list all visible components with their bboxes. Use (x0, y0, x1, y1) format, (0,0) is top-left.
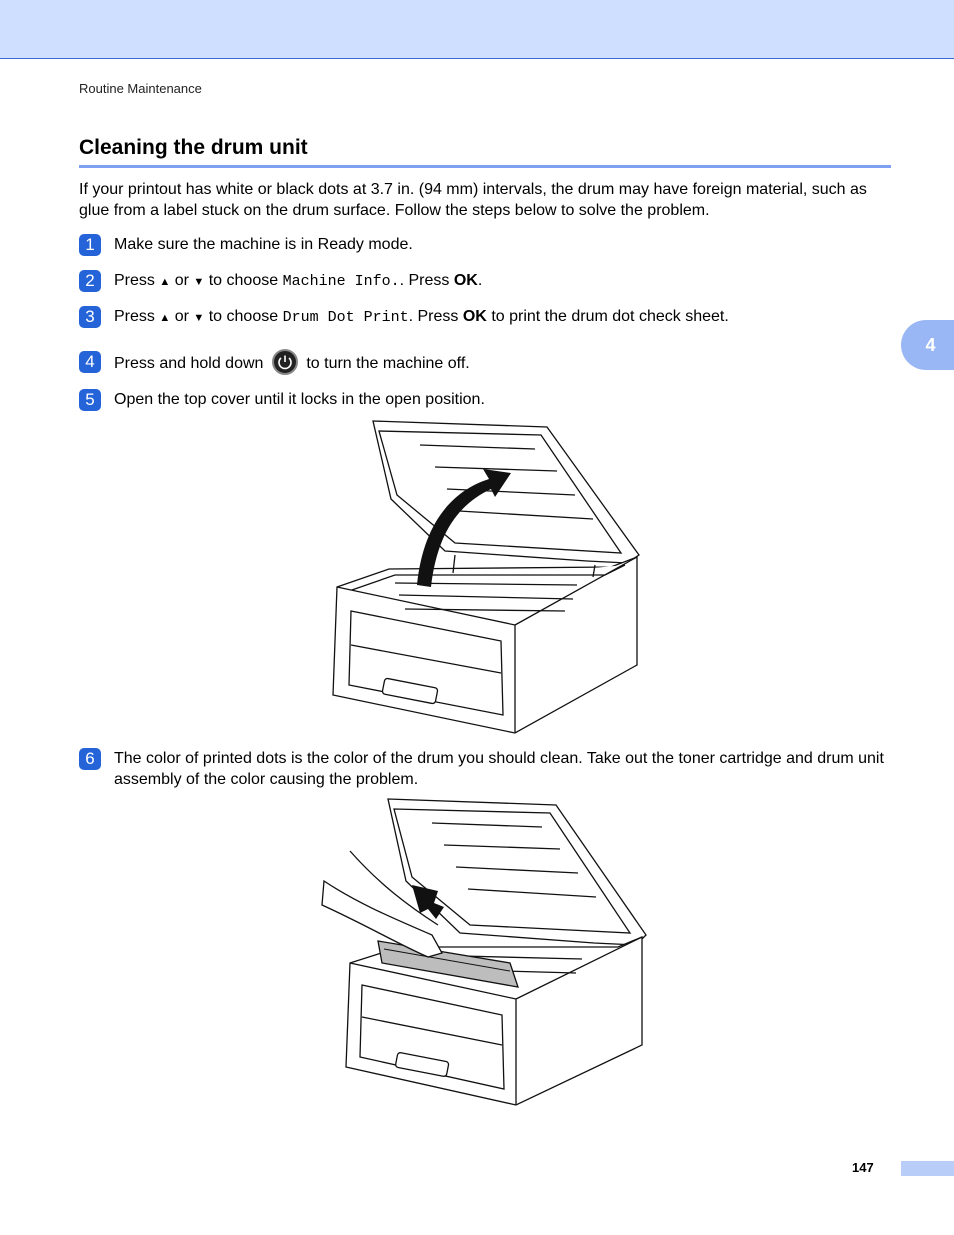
section-title: Cleaning the drum unit (79, 136, 308, 159)
menu-item-machine-info: Machine Info. (282, 273, 400, 290)
menu-item-drum-dot-print: Drum Dot Print (282, 309, 409, 326)
step-5: 5 Open the top cover until it locks in t… (79, 389, 894, 411)
remove-drum-illustration (321, 798, 647, 1106)
step-number: 3 (79, 306, 101, 328)
ok-key-label: OK (462, 308, 487, 325)
up-arrow-icon: ▲ (159, 276, 171, 288)
step-word-choose: to choose (208, 308, 279, 325)
step-text-after: to turn the machine off. (306, 355, 470, 373)
step-number: 2 (79, 270, 101, 292)
arrow-up-icon (417, 469, 511, 587)
step-text: The color of printed dots is the color o… (114, 750, 884, 788)
step-word-press: Press (114, 272, 155, 289)
step-word-or: or (174, 308, 189, 325)
step-word-press-2: . Press (408, 308, 459, 325)
step-1: 1 Make sure the machine is in Ready mode… (79, 234, 894, 256)
step-number: 1 (79, 234, 101, 256)
power-icon (271, 349, 298, 375)
step-text: Press ▲ or ▼ to choose Drum Dot Print. P… (114, 306, 894, 329)
page-band (901, 1161, 954, 1176)
printer-cover-open-illustration (332, 420, 640, 734)
step-3: 3 Press ▲ or ▼ to choose Drum Dot Print.… (79, 306, 894, 329)
title-rule (79, 165, 891, 168)
step-word-choose: to choose (208, 272, 279, 289)
down-arrow-icon: ▼ (193, 276, 205, 288)
step-word-press: Press (114, 308, 155, 325)
step-4: 4 Press and hold down to turn the machin… (79, 349, 894, 377)
step-word-or: or (174, 272, 189, 289)
arrow-up-icon (412, 885, 444, 919)
step-text-before: Press and hold down (114, 355, 264, 373)
step-text: Press and hold down to turn the machine … (114, 349, 894, 377)
step-number: 4 (79, 351, 101, 373)
down-arrow-icon: ▼ (193, 312, 205, 324)
step-2: 2 Press ▲ or ▼ to choose Machine Info.. … (79, 270, 894, 293)
step-text: Press ▲ or ▼ to choose Machine Info.. Pr… (114, 270, 894, 293)
step-end: . (477, 272, 483, 289)
step-end: to print the drum dot check sheet. (491, 308, 729, 325)
header-band (0, 0, 954, 59)
step-text: Open the top cover until it locks in the… (114, 391, 485, 408)
running-head: Routine Maintenance (79, 81, 202, 96)
step-number: 5 (79, 389, 101, 411)
page-number: 147 (852, 1160, 874, 1175)
step-text: Make sure the machine is in Ready mode. (114, 236, 413, 253)
ok-key-label: OK (453, 272, 478, 289)
step-number: 6 (79, 748, 101, 770)
up-arrow-icon: ▲ (159, 312, 171, 324)
step-word-press-2: . Press (399, 272, 450, 289)
chapter-tab[interactable]: 4 (901, 320, 954, 370)
intro-paragraph: If your printout has white or black dots… (79, 181, 867, 219)
step-6: 6 The color of printed dots is the color… (79, 748, 904, 790)
